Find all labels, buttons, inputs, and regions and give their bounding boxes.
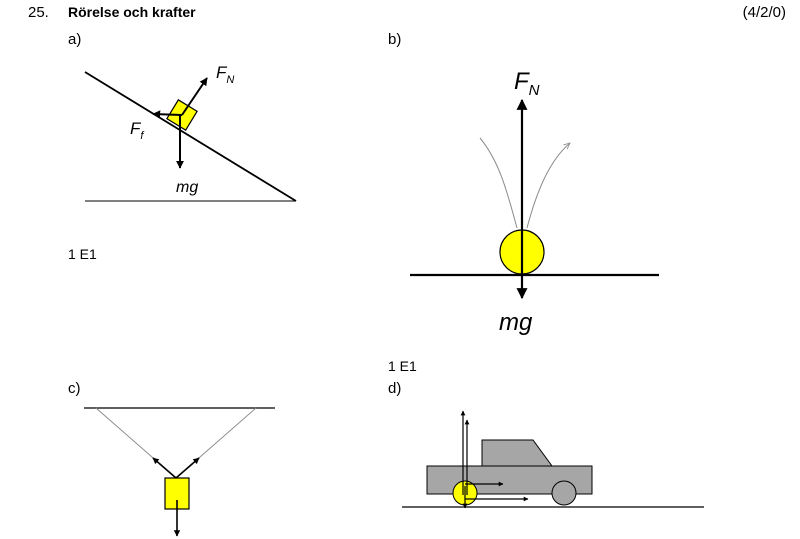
part-b-label: b)	[388, 31, 402, 48]
incline-diagram: FN Ff mg	[84, 63, 297, 202]
gravity-label: mg	[176, 179, 198, 196]
car-diagram	[402, 410, 704, 509]
ball-gravity-label: mg	[499, 309, 533, 336]
part-a-score: 1 E1	[68, 246, 97, 262]
outgoing-trajectory	[526, 143, 570, 229]
question-title: Rörelse och krafter	[68, 4, 196, 20]
question-number: 25.	[28, 4, 49, 21]
ball-diagram: FN mg	[410, 68, 659, 336]
ball-normal-force-label: FN	[514, 68, 540, 99]
friction-force-label: Ff	[130, 119, 144, 142]
part-b-score: 1 E1	[388, 358, 417, 374]
question-points: (4/2/0)	[742, 4, 786, 21]
incoming-trajectory	[479, 137, 518, 229]
car-cabin	[481, 439, 553, 467]
incline-slope	[84, 71, 297, 202]
normal-force-arrow	[181, 77, 208, 116]
normal-force-label: FN	[216, 63, 234, 86]
part-c-label: c)	[68, 380, 81, 397]
part-d-label: d)	[388, 380, 402, 397]
hanging-diagram	[84, 407, 275, 537]
part-a-label: a)	[68, 31, 82, 48]
left-tension-arrow	[152, 457, 177, 479]
rear-wheel	[551, 480, 577, 506]
friction-force-arrow	[152, 110, 183, 119]
right-tension-arrow	[175, 457, 200, 479]
